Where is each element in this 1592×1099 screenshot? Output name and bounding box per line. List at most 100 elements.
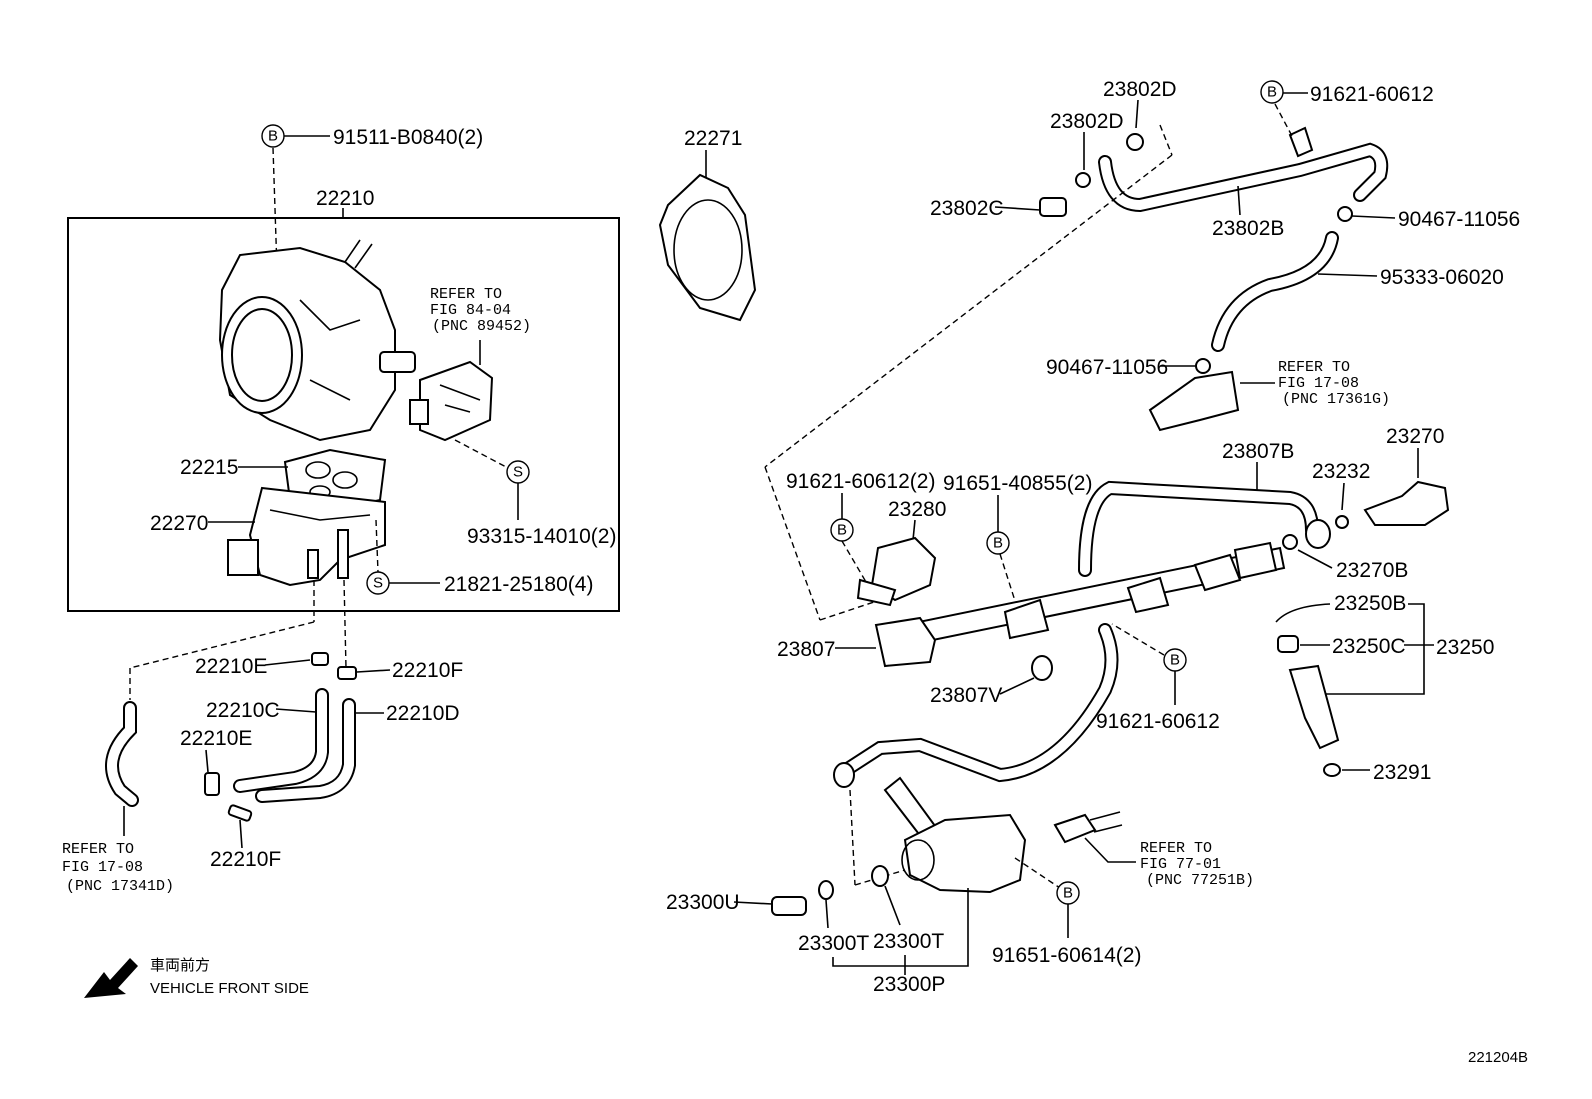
label-22210: 22210 (316, 187, 374, 210)
gasket-22271-illustration (658, 173, 757, 322)
fitting-union (833, 762, 855, 788)
clip-22210f-upper (337, 666, 357, 680)
label-22210e-lower: 22210E (180, 727, 252, 750)
label-90467-11056-lower: 90467-11056 (1046, 356, 1168, 379)
svg-text:S: S (373, 575, 383, 592)
label-23802c: 23802C (930, 197, 1004, 220)
ref-fig-17-08-b-line1: REFER TO (1278, 359, 1350, 376)
label-23807v: 23807V (930, 684, 1002, 707)
label-23300u: 23300U (666, 891, 740, 914)
label-23280: 23280 (888, 498, 946, 521)
label-23807b: 23807B (1222, 440, 1294, 463)
label-22215: 22215 (180, 456, 238, 479)
fuel-line-23807b-illustration (1078, 480, 1319, 577)
label-22210d: 22210D (386, 702, 460, 725)
badge-b-91511: B (261, 124, 285, 148)
svg-text:B: B (993, 535, 1003, 552)
label-95333-06020: 95333-06020 (1380, 266, 1504, 289)
label-23802d-b: 23802D (1050, 110, 1124, 133)
label-91621-60612-lower: 91621-60612 (1096, 710, 1220, 733)
figure-id: 221204B (1468, 1049, 1528, 1066)
clip-22210f-lower (227, 804, 253, 822)
gasket-23300t-b (871, 865, 889, 887)
label-23802b: 23802B (1212, 217, 1284, 240)
ref-fig-84-04-line3: (PNC 89452) (432, 318, 531, 335)
legend-jp: 車両前方 (150, 957, 210, 974)
svg-text:B: B (1267, 84, 1277, 101)
washer-23802d-b (1075, 172, 1091, 188)
label-22210f-upper: 22210F (392, 659, 463, 682)
svg-text:B: B (1063, 885, 1073, 902)
label-23250: 23250 (1436, 636, 1494, 659)
hose-17-08-illustration (105, 701, 139, 807)
legend-en: VEHICLE FRONT SIDE (150, 980, 309, 997)
badge-b-91621-lower: B (1163, 648, 1187, 672)
clamp-90467-lower (1195, 358, 1211, 374)
label-90467-11056-upper: 90467-11056 (1398, 208, 1520, 231)
badge-b-91651-upper: B (986, 531, 1010, 555)
gasket-23270b (1282, 534, 1298, 550)
label-91651-40855: 91651-40855(2) (943, 472, 1092, 495)
label-23802d-a: 23802D (1103, 78, 1177, 101)
ref-fig-77-01-line1: REFER TO (1140, 840, 1212, 857)
ref-fig-77-01-line3: (PNC 77251B) (1146, 872, 1254, 889)
label-23270b: 23270B (1336, 559, 1408, 582)
label-23300t-a: 23300T (798, 932, 869, 955)
label-23300t-b: 23300T (873, 930, 944, 953)
label-91651-60614: 91651-60614(2) (992, 944, 1141, 967)
intake-port-17361g-illustration (1148, 370, 1240, 432)
pressure-regulator-23280-illustration (856, 536, 937, 607)
badge-s-93315: S (506, 460, 530, 484)
throttle-position-sensor (409, 360, 494, 442)
badge-b-91621-top: B (1260, 80, 1284, 104)
label-91621-60612-top: 91621-60612 (1310, 83, 1434, 106)
spacer-23250c (1277, 635, 1299, 653)
throttle-body-illustration (218, 239, 416, 442)
fuel-connector-77-01-illustration (1053, 811, 1123, 844)
badge-s-21821: S (366, 571, 390, 595)
fitting-23807b (1305, 519, 1331, 549)
label-22271: 22271 (684, 127, 742, 150)
clip-22210e-lower (204, 772, 220, 796)
fuel-filter-23300p-illustration (883, 776, 1027, 894)
svg-text:B: B (1170, 652, 1180, 669)
vehicle-front-arrow-icon (84, 958, 138, 998)
idle-air-control-valve-illustration (227, 486, 386, 587)
o-ring-23250b (1275, 603, 1331, 623)
label-23250b: 23250B (1334, 592, 1406, 615)
pulsation-damper-23270-illustration (1363, 480, 1450, 526)
union-bolt-23300u (771, 896, 807, 916)
label-23807: 23807 (777, 638, 835, 661)
badge-b-91621-left: B (830, 518, 854, 542)
gasket-23232 (1335, 515, 1349, 529)
insulator-23807v (1031, 655, 1053, 681)
label-22270: 22270 (150, 512, 208, 535)
clamp-90467-upper (1337, 206, 1353, 222)
badge-b-91651-lower: B (1056, 881, 1080, 905)
svg-text:B: B (837, 522, 847, 539)
hose-95333-illustration (1211, 231, 1339, 352)
washer-23802d-a (1126, 133, 1144, 151)
ref-fig-17-08-b-line2: FIG 17-08 (1278, 375, 1359, 392)
ref-fig-17-08-b-line3: (PNC 17361G) (1282, 391, 1390, 408)
fuel-pipe-23802b-illustration (1098, 126, 1389, 213)
label-23291: 23291 (1373, 761, 1431, 784)
fuel-supply-line-illustration (839, 623, 1119, 783)
label-23270: 23270 (1386, 425, 1444, 448)
label-93315-14010: 93315-14010(2) (467, 525, 616, 548)
gasket-23300t-a (818, 880, 834, 900)
label-22210c: 22210C (206, 699, 280, 722)
hose-22210c-22210d-illustration (233, 688, 356, 803)
insulator-23291 (1323, 763, 1341, 777)
ref-fig-17-08-a-line1: REFER TO (62, 841, 134, 858)
bolt-23802c (1039, 197, 1067, 217)
ref-fig-77-01-line2: FIG 77-01 (1140, 856, 1221, 873)
label-23250c: 23250C (1332, 635, 1406, 658)
ref-fig-17-08-a-line2: FIG 17-08 (62, 859, 143, 876)
label-23300p: 23300P (873, 973, 945, 996)
label-22210e-upper: 22210E (195, 655, 267, 678)
label-21821-25180: 21821-25180(4) (444, 573, 593, 596)
ref-fig-84-04-line2: FIG 84-04 (430, 302, 511, 319)
svg-text:S: S (513, 464, 523, 481)
